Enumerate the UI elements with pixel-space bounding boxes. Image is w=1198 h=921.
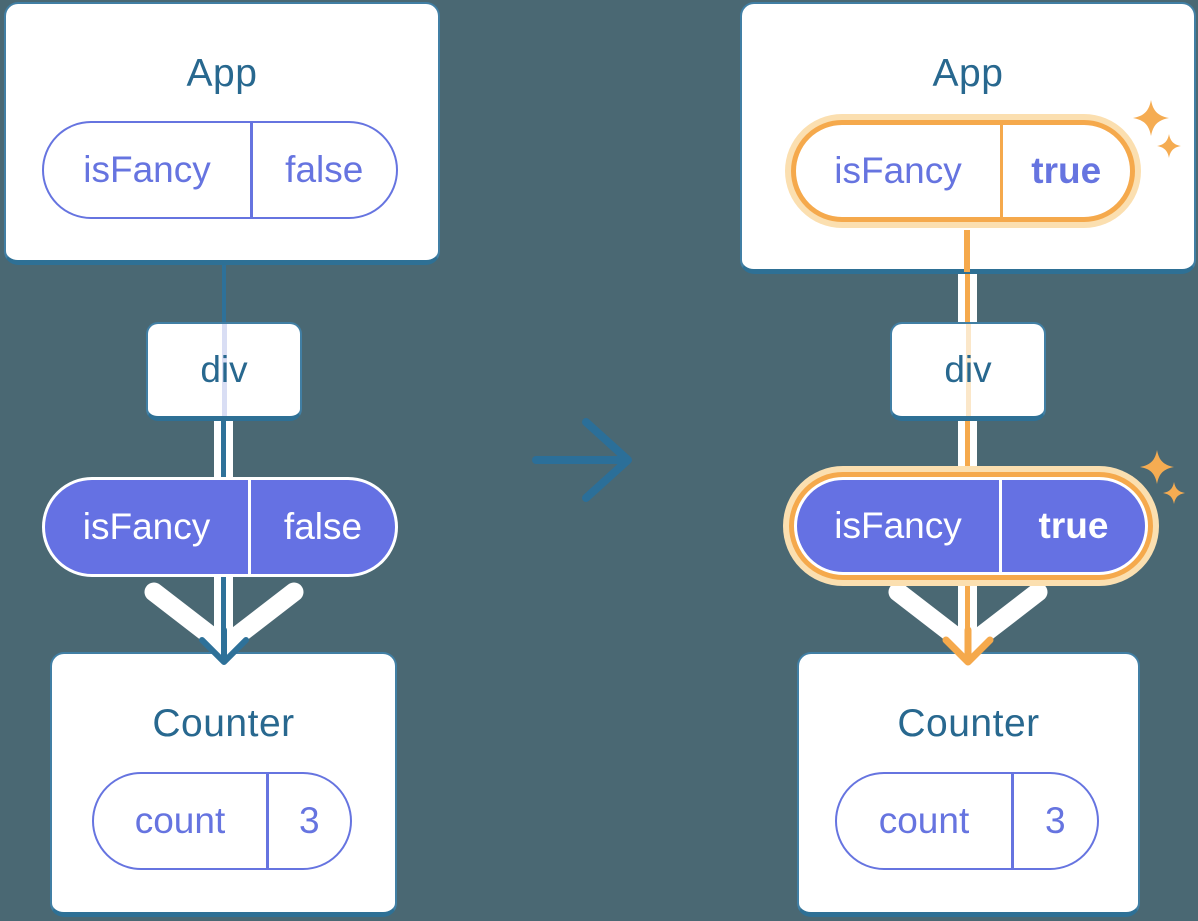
edge-context-to-counter-before [214,574,233,640]
context-through-line [221,324,227,416]
arrow-right-icon [532,418,632,502]
edge-div-to-context-before [214,420,233,478]
state-name: count [878,800,970,841]
element-label: div [200,349,248,390]
state-name: count [134,800,226,841]
context-pill-before: isFancy false [42,477,398,577]
pill-divider [266,774,269,868]
component-title: App [186,52,258,95]
component-title: Counter [152,702,295,745]
div-card-after: div [890,322,1046,421]
component-title: Counter [897,702,1040,745]
prop-pill-isfancy-after: isFancy true [791,120,1135,222]
counter-card-before: Counter count 3 [50,652,397,917]
div-card-before: div [146,322,302,421]
component-title: App [932,52,1004,95]
sparkle-icon [1157,134,1181,158]
context-pill-after: isFancy true [794,477,1148,575]
prop-name: isFancy [83,149,211,190]
state-pill-count-after: count 3 [835,772,1099,870]
prop-value: false [285,149,364,190]
state-value: 3 [1044,800,1066,841]
pill-divider [248,480,251,574]
context-name: isFancy [834,505,962,546]
sparkle-icon [1163,482,1185,504]
edge-context-to-counter-after [958,586,977,642]
state-value: 3 [298,800,320,841]
app-card-before: App isFancy false [4,2,440,265]
edge-app-to-div-after [958,272,977,324]
context-name: isFancy [82,506,211,547]
sparkle-icon [1133,100,1169,136]
edge-pill-to-card-bottom [964,230,970,272]
edge-app-to-div-before [222,264,226,324]
context-value: false [283,506,363,547]
pill-divider [250,123,253,217]
pill-divider [1011,774,1014,868]
context-through-line [965,324,971,416]
sparkle-icon [1140,450,1174,484]
element-label: div [944,349,992,390]
context-value: true [1038,505,1109,546]
down-arrowhead-icon [942,626,994,666]
down-arrowhead-icon [199,627,249,665]
pill-divider [1000,125,1003,217]
app-card-after: App isFancy true [740,2,1196,274]
prop-value: true [1031,150,1102,191]
prop-pill-isfancy-before: isFancy false [42,121,398,219]
edge-div-to-context-after [958,419,977,473]
state-pill-count-before: count 3 [92,772,352,870]
counter-card-after: Counter count 3 [797,652,1140,917]
prop-name: isFancy [834,150,962,191]
pill-divider [999,480,1002,572]
